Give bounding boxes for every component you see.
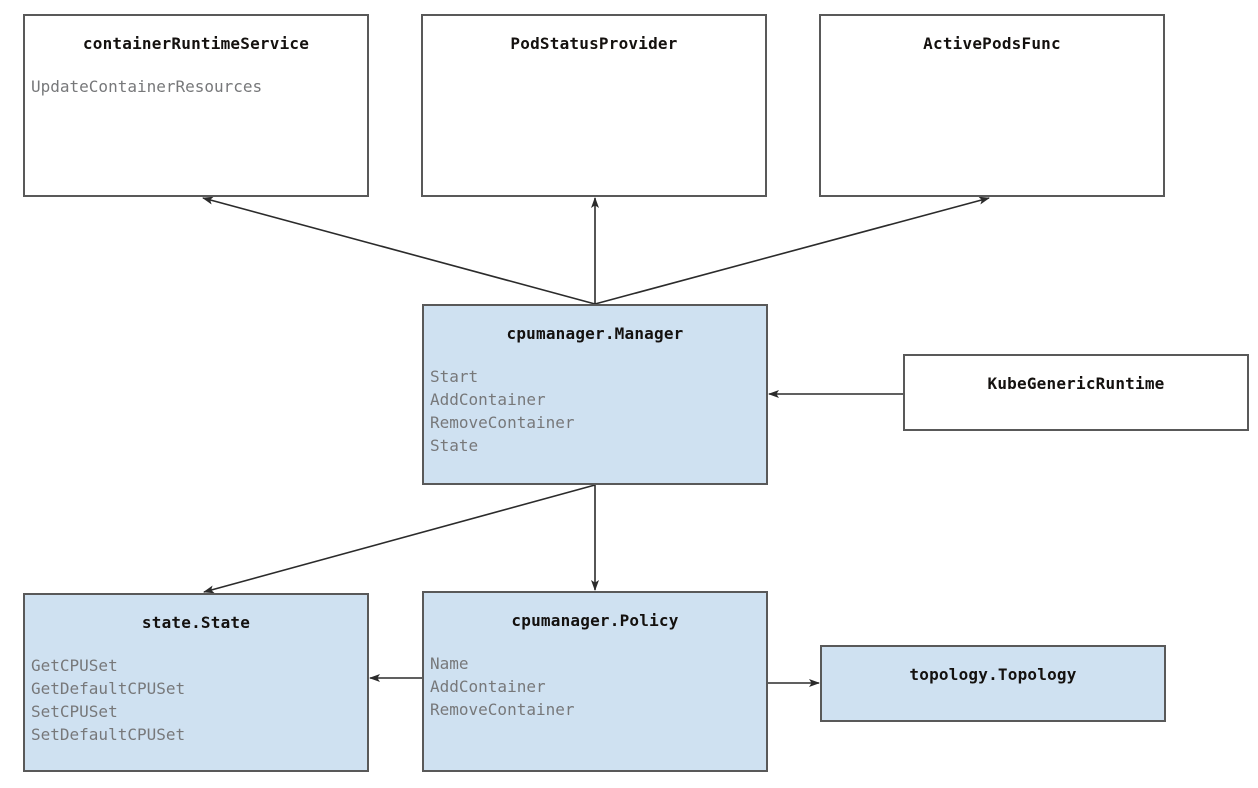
class-node-method: UpdateContainerResources [31,77,263,96]
class-node-ActivePodsFunc[interactable]: ActivePodsFunc [819,14,1165,197]
class-node-topologyTopology[interactable]: topology.Topology [820,645,1166,722]
class-node-PodStatusProvider[interactable]: PodStatusProvider [421,14,767,197]
class-node-title: state.State [141,613,251,632]
class-node-method: GetDefaultCPUSet [31,679,186,698]
class-node-method: State [430,436,479,455]
class-node-method: SetDefaultCPUSet [31,725,186,744]
class-node-title: PodStatusProvider [510,34,678,53]
class-node-method: SetCPUSet [31,702,118,721]
class-node-method: RemoveContainer [430,413,575,432]
edge-manager-to-stateState [203,484,596,594]
edge-manager-to-activePodsFunc [594,196,990,305]
class-node-method: AddContainer [430,390,546,409]
class-node-title: topology.Topology [909,665,1077,684]
class-node-method: Name [430,654,469,673]
class-node-title: cpumanager.Policy [511,611,679,630]
class-node-title: containerRuntimeService [82,34,310,53]
class-node-methods: UpdateContainerResources [25,75,367,98]
class-node-title: cpumanager.Manager [506,324,684,343]
class-node-method: Start [430,367,479,386]
edge-manager-to-containerRuntimeService [202,196,596,305]
class-node-method: AddContainer [430,677,546,696]
class-node-KubeGenericRuntime[interactable]: KubeGenericRuntime [903,354,1249,431]
class-node-title: ActivePodsFunc [923,34,1061,53]
class-node-method: RemoveContainer [430,700,575,719]
class-node-method: GetCPUSet [31,656,118,675]
class-node-title: KubeGenericRuntime [987,374,1165,393]
